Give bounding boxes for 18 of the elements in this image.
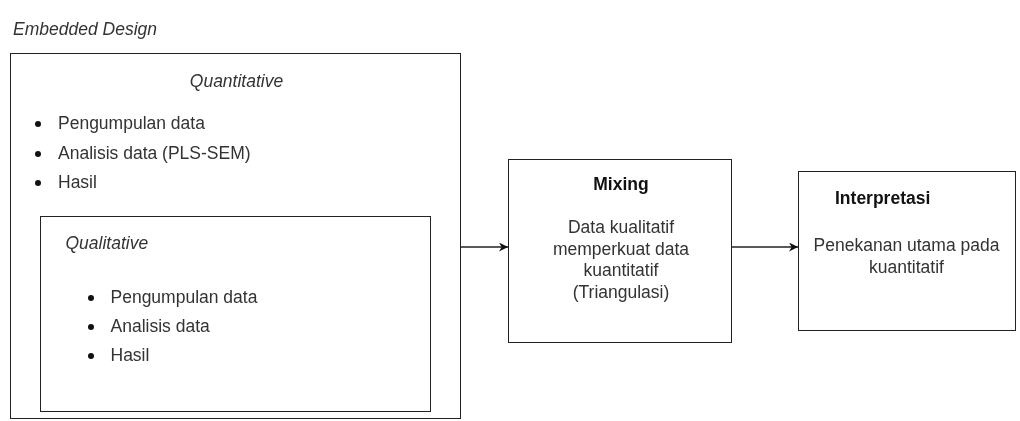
list-item: Hasil xyxy=(110,344,150,366)
section-heading: Quantitative xyxy=(188,71,285,93)
list-item: Pengumpulan data xyxy=(110,286,258,308)
box-text: Penekanan utama pada kuantitatif xyxy=(812,235,1001,279)
section-heading: Qualitative xyxy=(65,232,149,254)
arrow xyxy=(460,242,509,252)
box-heading: Mixing xyxy=(592,174,650,196)
process-box xyxy=(39,215,431,412)
list-item: Analisis data (PLS-SEM) xyxy=(58,143,251,165)
list-item: Pengumpulan data xyxy=(58,113,205,135)
list-item: Hasil xyxy=(58,172,97,194)
box-text: Data kualitatif memperkuat data kuantitatif (Triangulasi) xyxy=(551,217,691,304)
section-heading: Embedded Design xyxy=(13,19,157,41)
process-box xyxy=(798,171,1016,331)
box-heading: Interpretasi xyxy=(835,188,931,210)
list-item: Analisis data xyxy=(110,315,210,337)
arrow xyxy=(731,242,799,252)
process-box xyxy=(508,159,732,343)
